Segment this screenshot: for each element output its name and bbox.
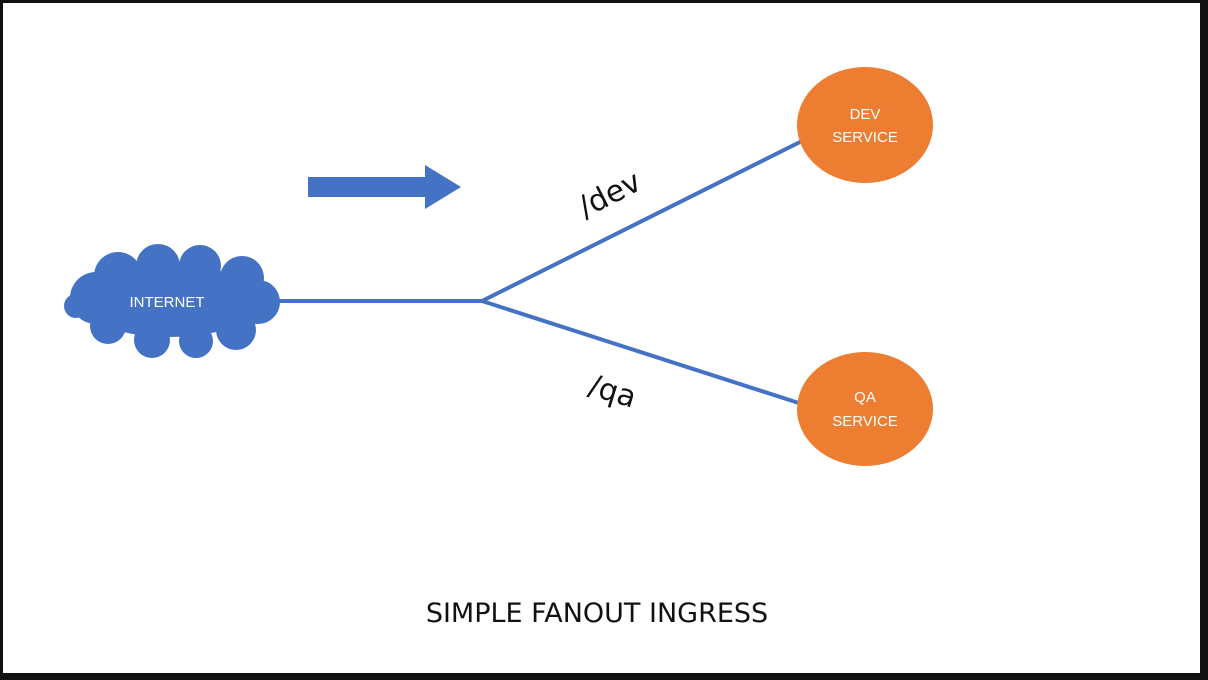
qa-service-label-line1: QA bbox=[854, 389, 876, 406]
connector-qa-route bbox=[480, 299, 807, 407]
route-label-qa: /qa bbox=[585, 368, 641, 415]
qa-service-label-line2: SERVICE bbox=[832, 413, 898, 430]
connector-dev-route bbox=[480, 136, 810, 303]
right-arrow-icon bbox=[308, 165, 461, 209]
dev-service-label-line1: DEV bbox=[850, 106, 881, 123]
internet-cloud: INTERNET bbox=[64, 244, 280, 358]
qa-service-node: QA SERVICE bbox=[797, 352, 933, 466]
dev-service-circle bbox=[797, 67, 933, 183]
dev-service-node: DEV SERVICE bbox=[797, 67, 933, 183]
route-label-dev: /dev bbox=[573, 164, 647, 225]
cloud-icon bbox=[64, 244, 280, 358]
qa-service-circle bbox=[797, 352, 933, 466]
dev-service-label-line2: SERVICE bbox=[832, 129, 898, 146]
diagram-title: SIMPLE FANOUT INGRESS bbox=[426, 598, 768, 629]
internet-label: INTERNET bbox=[130, 294, 205, 311]
